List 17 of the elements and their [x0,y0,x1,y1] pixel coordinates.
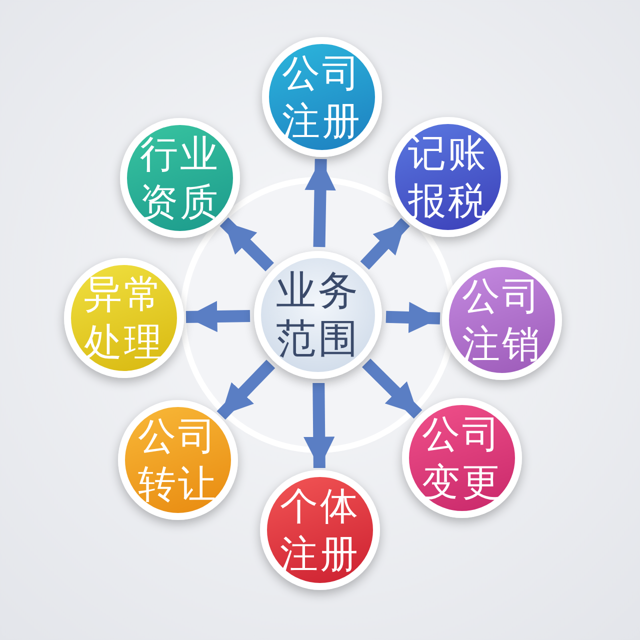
arrow [386,302,440,334]
arrow [220,217,274,272]
arrow [360,218,410,270]
circle-label: 公司注销 [462,273,542,368]
arrow [362,358,422,419]
arrow [304,158,336,248]
circle-label: 异常处理 [84,271,164,366]
circle-label: 公司变更 [422,411,502,506]
arrow [304,382,335,468]
circle-label: 公司注册 [282,50,362,145]
arrow [186,300,250,332]
circle-label: 业务范围 [275,267,361,363]
circle-label: 记账报税 [408,130,488,225]
circle-label: 行业资质 [140,131,220,226]
circle-label: 公司转让 [138,413,218,508]
arrow [216,360,276,420]
circle-label: 个体注册 [280,483,360,578]
